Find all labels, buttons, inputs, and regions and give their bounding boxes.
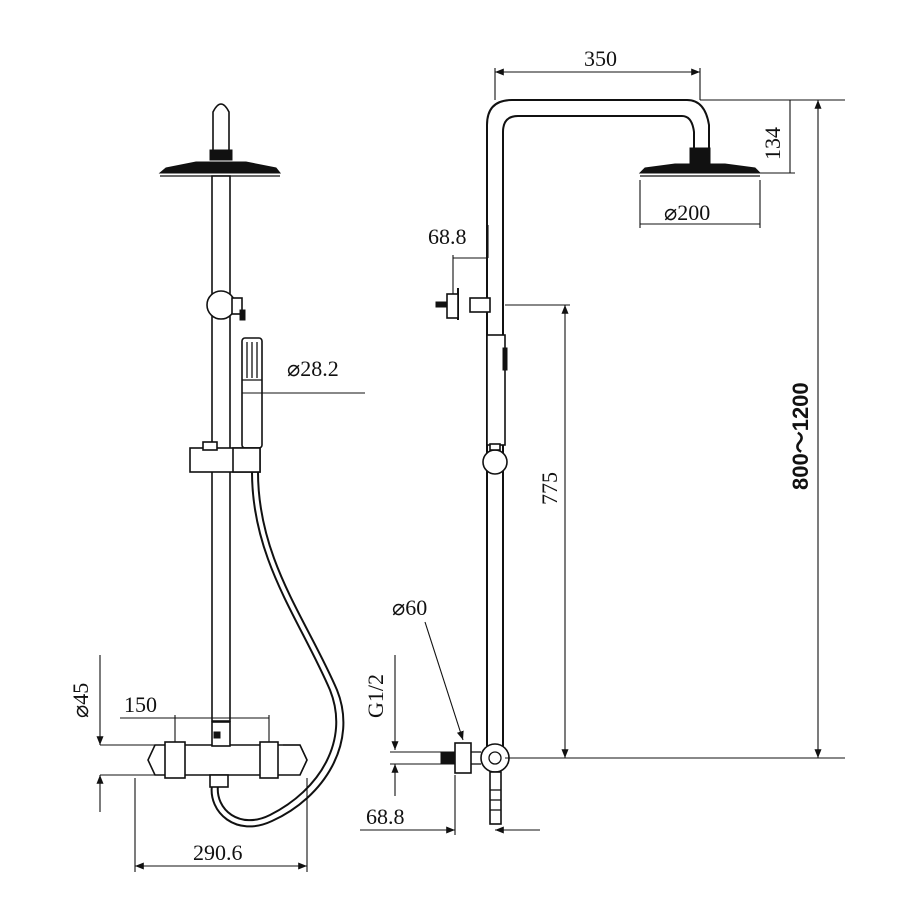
head-diameter-label: ⌀200 [664,200,710,225]
side-arm-inner [502,115,695,758]
front-hose [216,471,338,822]
side-valve [440,742,510,825]
side-shower-head [638,147,762,177]
height-range-label: 800～1200 [788,382,813,490]
outlet-offset-top-label: 68.8 [428,224,467,249]
center-distance-label: 150 [124,692,157,717]
side-view: 350 134 ⌀200 68.8 775 800～1200 [360,46,845,835]
hand-shower-diameter-label: ⌀28.2 [287,356,339,381]
front-top-pipe [212,103,230,160]
front-slider [189,441,261,473]
head-drop-label: 134 [760,127,785,160]
side-arm-outer [486,99,710,758]
front-diverter [206,290,246,321]
thread-label: G1/2 [363,674,388,718]
front-view: ⌀45 150 290.6 ⌀28.2 [68,103,365,872]
overall-width-label: 290.6 [193,840,243,865]
front-valve-body [147,721,308,788]
front-dimensions: ⌀45 150 290.6 ⌀28.2 [68,356,365,872]
side-hand-shower [482,334,508,475]
front-shower-head [158,149,282,177]
arm-reach-label: 350 [584,46,617,71]
outlet-offset-bottom-label: 68.8 [366,804,405,829]
body-diameter-label: ⌀45 [68,683,93,718]
outlet-height-label: 775 [537,472,562,505]
valve-diameter-label: ⌀60 [392,595,427,620]
side-diverter [435,288,491,320]
side-dimensions: 350 134 ⌀200 68.8 775 800～1200 [360,46,845,835]
